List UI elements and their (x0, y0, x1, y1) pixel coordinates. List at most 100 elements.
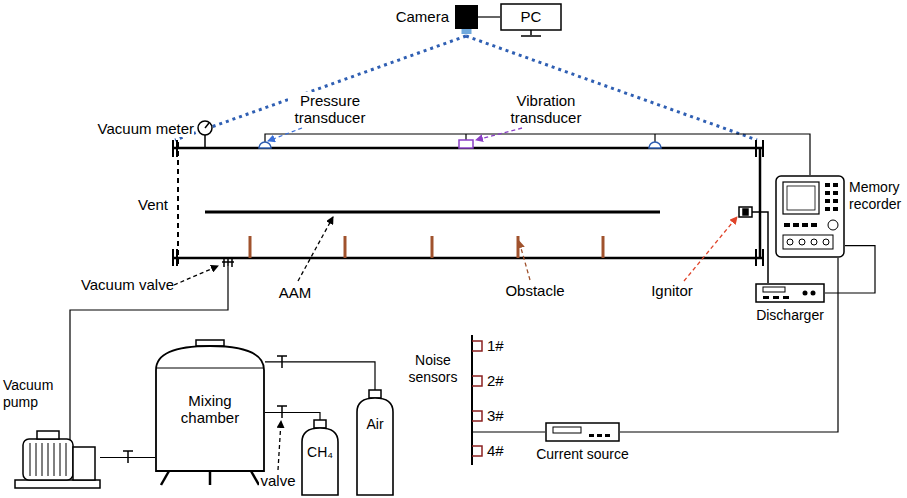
mixing-chamber: Mixing chamber (155, 340, 265, 485)
vacuum-pump-outline (23, 439, 73, 480)
memory-recorder-outline (811, 239, 817, 245)
memory-recorder-outline (776, 176, 844, 257)
node-label: Current source (527, 446, 638, 463)
vacuum-pump-outline (66, 443, 67, 476)
node-label: CH₄ (302, 444, 338, 461)
transducer-wire (265, 134, 810, 175)
current-source-outline (545, 422, 620, 442)
pc-monitor-outline (501, 4, 561, 30)
part-label: valve (259, 472, 297, 489)
vacuum-pump-outline (37, 431, 59, 439)
part-label: Ignitor (644, 282, 700, 299)
explosion-tube (172, 257, 762, 260)
pc-monitor-outline (530, 30, 532, 35)
memory-recorder: Memory recorder (775, 175, 845, 258)
connector-wire (265, 362, 375, 390)
memory-recorder-outline (825, 199, 830, 203)
memory-recorder-outline (793, 223, 799, 227)
ignitor-device (743, 209, 748, 215)
tube-flanges (172, 140, 174, 157)
current-source-outline (546, 423, 619, 441)
discharger-box-outline (773, 296, 779, 299)
connector-wire (100, 457, 155, 458)
vacuum-pump-outline (48, 443, 49, 476)
memory-recorder-outline (787, 239, 793, 245)
memory-recorder-outline (833, 207, 838, 211)
memory-recorder-outline (783, 182, 819, 214)
callout-number: 2# (487, 372, 511, 389)
vacuum-gauge (198, 121, 212, 135)
pc-monitor: PC (500, 3, 562, 37)
vent-membrane (177, 142, 179, 264)
memory-recorder-outline (783, 235, 833, 249)
ignitor-device (739, 207, 768, 283)
gas-cylinder: Air (355, 390, 395, 496)
memory-recorder-outline (825, 183, 830, 187)
obstacles (249, 236, 252, 258)
discharger-box-outline (763, 287, 785, 292)
part-label: Vacuum valve (70, 276, 174, 293)
vacuum-pump-outline (54, 443, 55, 476)
memory-recorder-outline (825, 207, 830, 211)
part-label: Vacuum meter (90, 120, 194, 137)
vent-membrane (177, 142, 179, 264)
transducer-wire (465, 134, 466, 140)
part-label: Obstacle (499, 282, 571, 299)
mixing-chamber-outline (161, 471, 169, 485)
current-source-outline (605, 434, 610, 437)
tube-flanges (176, 140, 178, 157)
camera-box-outline (462, 29, 472, 34)
vacuum-valve (231, 257, 233, 267)
camera-view-lines (175, 36, 466, 140)
noise-sensor-array (472, 431, 545, 432)
vacuum-pump-outline (60, 443, 61, 476)
noise-sensor-array (472, 335, 545, 465)
mixing-chamber-outline (156, 368, 264, 369)
vacuum-pump-outline (15, 480, 100, 488)
transducer-wire (265, 134, 810, 175)
gas-valves (277, 405, 287, 407)
callout-number: 1# (487, 337, 511, 354)
gas-cylinder-outline (314, 420, 326, 428)
discharger-box-outline (783, 296, 789, 299)
tube-flanges (762, 140, 764, 157)
vibration-transducer (459, 140, 473, 148)
node-label: Mixing chamber (170, 392, 250, 426)
node-label: Discharger (750, 307, 830, 324)
current-source-outline (597, 434, 602, 437)
node-label: Camera (387, 8, 449, 25)
callout-arrows (268, 128, 302, 141)
connector-wire (620, 258, 838, 432)
obstacles (344, 236, 347, 258)
memory-recorder-outline (799, 239, 805, 245)
explosion-tube (172, 148, 762, 258)
callout-number: 4# (487, 442, 511, 459)
node-label: Air (357, 416, 393, 433)
part-label: Vent (128, 196, 168, 213)
vacuum-pump-outline (42, 443, 43, 476)
callout-arrows (278, 421, 281, 470)
part-label: Noise sensors (401, 352, 465, 386)
pressure-transducers (259, 142, 271, 148)
part-label: AAM (274, 284, 316, 301)
obstacles (517, 236, 520, 258)
vacuum-gauge (198, 121, 212, 148)
camera-view-lines (175, 36, 757, 140)
camera-box-outline (455, 5, 478, 29)
connector-wire (478, 16, 500, 17)
obstacles (250, 236, 603, 258)
callout-arrows (174, 266, 218, 285)
ignitor-device (739, 207, 752, 217)
gas-cylinder-outline (302, 428, 338, 495)
gas-cylinder: CH₄ (300, 420, 340, 496)
memory-recorder-outline (823, 239, 829, 245)
callout-arrows (476, 128, 522, 140)
callout-number: 3# (487, 407, 511, 424)
discharger-box-outline (756, 284, 824, 302)
node-label: PC (501, 8, 561, 25)
gas-valves (123, 450, 133, 452)
callout-arrows (298, 217, 333, 281)
camera-box-outline (455, 5, 478, 29)
